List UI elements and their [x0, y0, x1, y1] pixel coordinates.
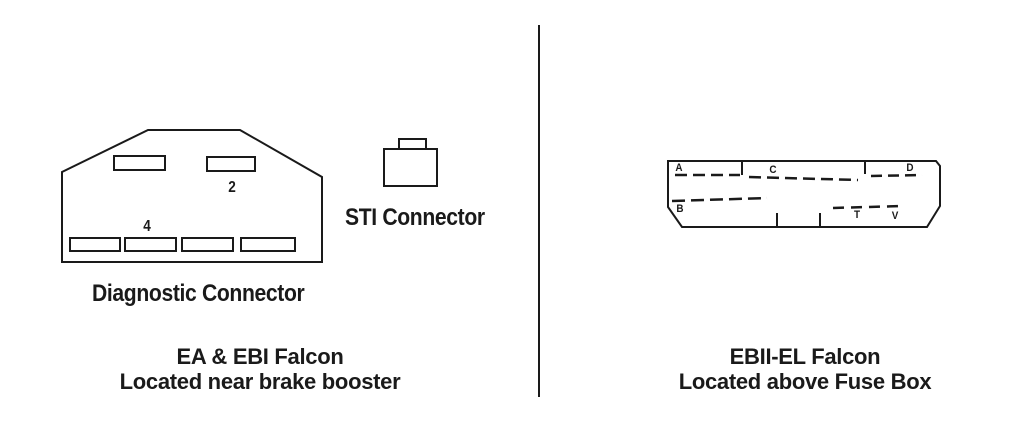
- pin-label-t: T: [853, 209, 861, 221]
- pin-group-2-label: 2: [228, 179, 236, 196]
- ebii-connector-drawing: [667, 160, 941, 228]
- bottom-slot-2: [124, 237, 177, 252]
- panel-divider-line: [538, 25, 540, 397]
- sti-connector-tab-icon: [398, 138, 427, 150]
- sti-connector-label: STI Connector: [345, 204, 485, 231]
- right-caption: EBII-EL Falcon Located above Fuse Box: [655, 344, 955, 394]
- bottom-slot-3: [181, 237, 234, 252]
- pin-row-bottom-b: [671, 196, 768, 203]
- bottom-slot-4: [240, 237, 296, 252]
- pin-label-a: A: [675, 162, 683, 174]
- left-caption-model: EA & EBI Falcon: [176, 344, 344, 369]
- pin-label-v: V: [891, 210, 899, 222]
- right-caption-model: EBII-EL Falcon: [729, 344, 881, 369]
- pin-label-b: B: [676, 203, 684, 215]
- diagnostic-connector-label: Diagnostic Connector: [92, 280, 305, 307]
- pin-row-bottom-tv: [832, 204, 904, 210]
- left-caption: EA & EBI Falcon Located near brake boost…: [105, 344, 415, 394]
- pin-label-c: C: [769, 164, 777, 176]
- pin-label-d: D: [906, 162, 914, 174]
- left-caption-location: Located near brake booster: [119, 369, 401, 394]
- top-slot-1: [113, 155, 166, 171]
- pin-row-top-d: [870, 173, 923, 178]
- pin-row-top-c: [748, 175, 859, 182]
- pin-group-4-label: 4: [143, 218, 151, 235]
- diagnostic-connector-drawing: [61, 129, 323, 263]
- sti-connector-body-icon: [383, 148, 438, 187]
- top-slot-2: [206, 156, 256, 172]
- right-caption-location: Located above Fuse Box: [678, 369, 932, 394]
- bottom-slot-1: [69, 237, 121, 252]
